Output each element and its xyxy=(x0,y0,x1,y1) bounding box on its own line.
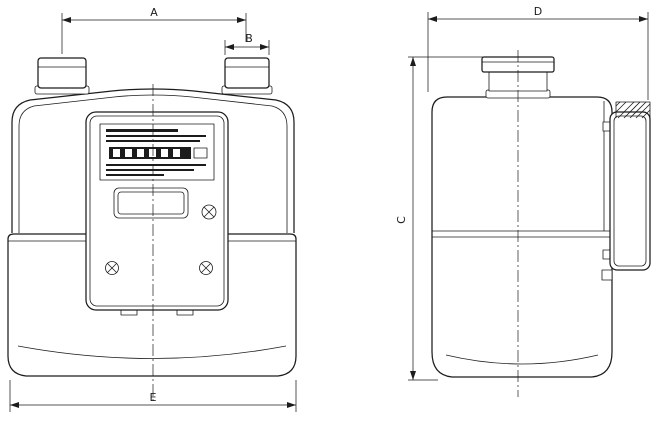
nameplate-text-line xyxy=(106,169,194,171)
side-view: D C xyxy=(395,5,651,397)
inspection-port xyxy=(201,204,217,220)
lower-casing-bottom-seam xyxy=(17,345,287,359)
register-digit-strip xyxy=(109,147,191,159)
pipe-left xyxy=(34,57,90,95)
dimension-a: A xyxy=(61,6,247,54)
nameplate-stamp-box xyxy=(193,147,208,159)
housing-bracket-bottom xyxy=(601,269,613,281)
register-window xyxy=(113,187,189,219)
nameplate-text-line xyxy=(106,129,178,132)
nameplate-text-line xyxy=(106,135,206,137)
pipe-right xyxy=(221,57,273,95)
dim-label-d: D xyxy=(534,5,542,18)
side-bottom-seam xyxy=(445,354,599,365)
dimension-e: E xyxy=(9,380,297,412)
nameplate-text-line xyxy=(106,164,206,166)
index-housing xyxy=(601,111,651,281)
screw-right xyxy=(199,261,213,275)
front-view: A B E xyxy=(7,6,297,412)
nameplate xyxy=(99,123,215,181)
section-hatch xyxy=(615,101,651,119)
dim-label-b: B xyxy=(245,32,253,45)
dim-label-e: E xyxy=(150,391,157,404)
dimension-b: B xyxy=(224,32,270,55)
dimension-d: D xyxy=(427,5,649,100)
dimension-c: C xyxy=(395,56,484,381)
screw-left xyxy=(105,261,119,275)
dim-label-a: A xyxy=(150,6,158,19)
dim-label-c: C xyxy=(395,216,408,224)
nameplate-text-line xyxy=(106,174,164,176)
